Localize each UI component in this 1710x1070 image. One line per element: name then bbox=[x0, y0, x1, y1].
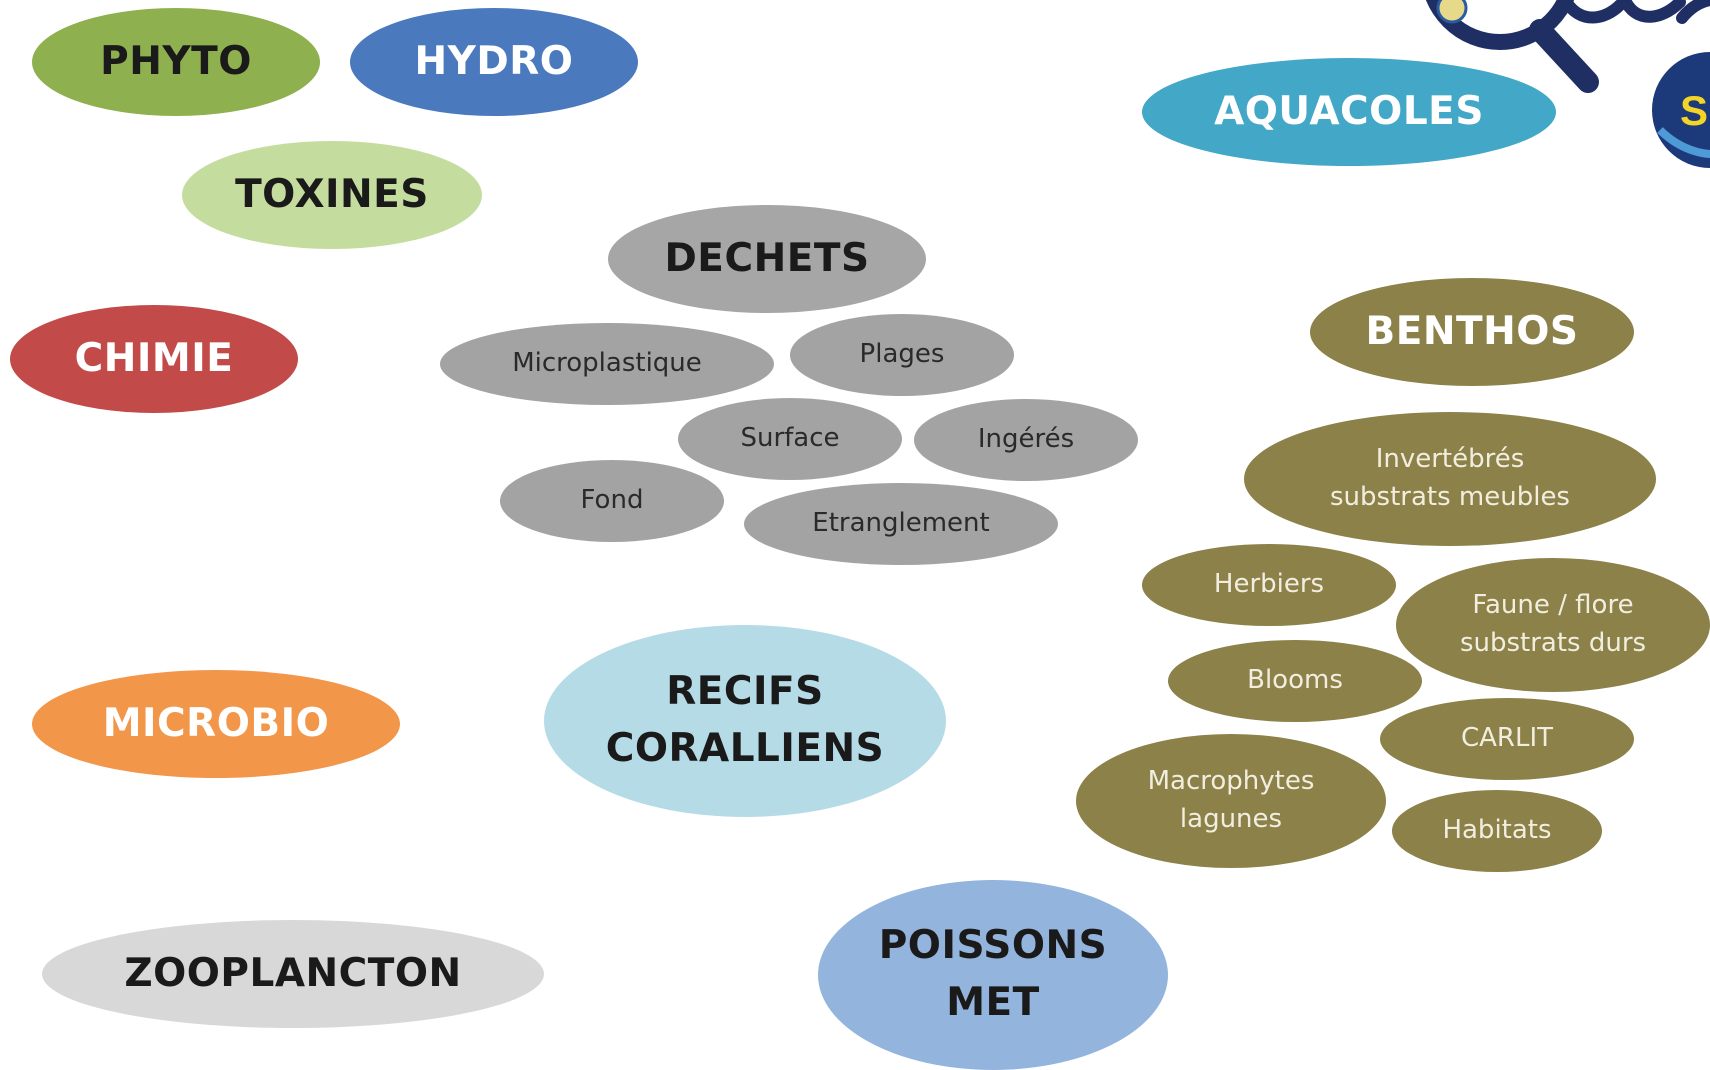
poissons-met-label: POISSONS MET bbox=[878, 923, 1108, 1025]
dechets-label: DECHETS bbox=[664, 235, 870, 281]
dechets-item-microplastique[interactable]: Microplastique bbox=[440, 323, 774, 405]
phyto-label: PHYTO bbox=[100, 38, 252, 84]
benthos-item-label: Faune / flore substrats durs bbox=[1459, 590, 1647, 658]
benthos-item-habitats[interactable]: Habitats bbox=[1392, 790, 1602, 872]
chimie-label: CHIMIE bbox=[74, 335, 234, 381]
benthos-item-macrophytes[interactable]: Macrophytes lagunes bbox=[1076, 734, 1386, 868]
toxines-label: TOXINES bbox=[235, 171, 429, 217]
dechets-item-label: Ingérés bbox=[977, 424, 1075, 455]
toxines-bubble[interactable]: TOXINES bbox=[182, 141, 482, 249]
dechets-item-label: Surface bbox=[740, 423, 840, 454]
recifs-coralliens-bubble[interactable]: RECIFS CORALLIENS bbox=[544, 625, 946, 817]
globe-icon: S bbox=[1652, 52, 1710, 168]
benthos-item-label: Invertébrés substrats meubles bbox=[1330, 444, 1570, 512]
hydro-label: HYDRO bbox=[414, 38, 574, 84]
dechets-item-fond[interactable]: Fond bbox=[500, 460, 724, 542]
benthos-bubble[interactable]: BENTHOS bbox=[1310, 278, 1634, 386]
phyto-bubble[interactable]: PHYTO bbox=[32, 8, 320, 116]
aquacoles-bubble[interactable]: AQUACOLES bbox=[1142, 58, 1556, 166]
dechets-item-surface[interactable]: Surface bbox=[678, 398, 902, 480]
benthos-item-label: Macrophytes lagunes bbox=[1147, 766, 1315, 834]
aquacoles-label: AQUACOLES bbox=[1214, 88, 1484, 134]
benthos-item-faune-flore[interactable]: Faune / flore substrats durs bbox=[1396, 558, 1710, 692]
recifs-coralliens-label: RECIFS CORALLIENS bbox=[605, 669, 885, 771]
magnifier-icon bbox=[1425, 0, 1599, 93]
chimie-bubble[interactable]: CHIMIE bbox=[10, 305, 298, 413]
microbio-bubble[interactable]: MICROBIO bbox=[32, 670, 400, 778]
dechets-item-etranglement[interactable]: Etranglement bbox=[744, 483, 1058, 565]
dechets-item-label: Plages bbox=[859, 339, 945, 370]
microbio-label: MICROBIO bbox=[102, 700, 330, 746]
benthos-item-label: Habitats bbox=[1442, 815, 1552, 846]
dechets-item-ingeres[interactable]: Ingérés bbox=[914, 399, 1138, 481]
hydro-bubble[interactable]: HYDRO bbox=[350, 8, 638, 116]
benthos-item-herbiers[interactable]: Herbiers bbox=[1142, 544, 1396, 626]
dechets-item-plages[interactable]: Plages bbox=[790, 314, 1014, 396]
poissons-met-bubble[interactable]: POISSONS MET bbox=[818, 880, 1168, 1070]
dechets-item-label: Etranglement bbox=[812, 508, 990, 539]
benthos-item-label: Blooms bbox=[1247, 665, 1343, 696]
benthos-item-carlit[interactable]: CARLIT bbox=[1380, 698, 1634, 780]
benthos-item-label: CARLIT bbox=[1460, 723, 1554, 754]
benthos-item-label: Herbiers bbox=[1213, 569, 1325, 600]
logo-letter: S bbox=[1680, 87, 1708, 134]
logo: S bbox=[1425, 0, 1710, 168]
zooplancton-bubble[interactable]: ZOOPLANCTON bbox=[42, 920, 544, 1028]
benthos-item-blooms[interactable]: Blooms bbox=[1168, 640, 1422, 722]
dechets-item-label: Fond bbox=[580, 485, 644, 516]
zooplancton-label: ZOOPLANCTON bbox=[124, 950, 462, 996]
dechets-bubble[interactable]: DECHETS bbox=[608, 205, 926, 313]
dechets-item-label: Microplastique bbox=[512, 348, 702, 379]
benthos-item-invertebres[interactable]: Invertébrés substrats meubles bbox=[1244, 412, 1656, 546]
benthos-label: BENTHOS bbox=[1365, 308, 1579, 354]
